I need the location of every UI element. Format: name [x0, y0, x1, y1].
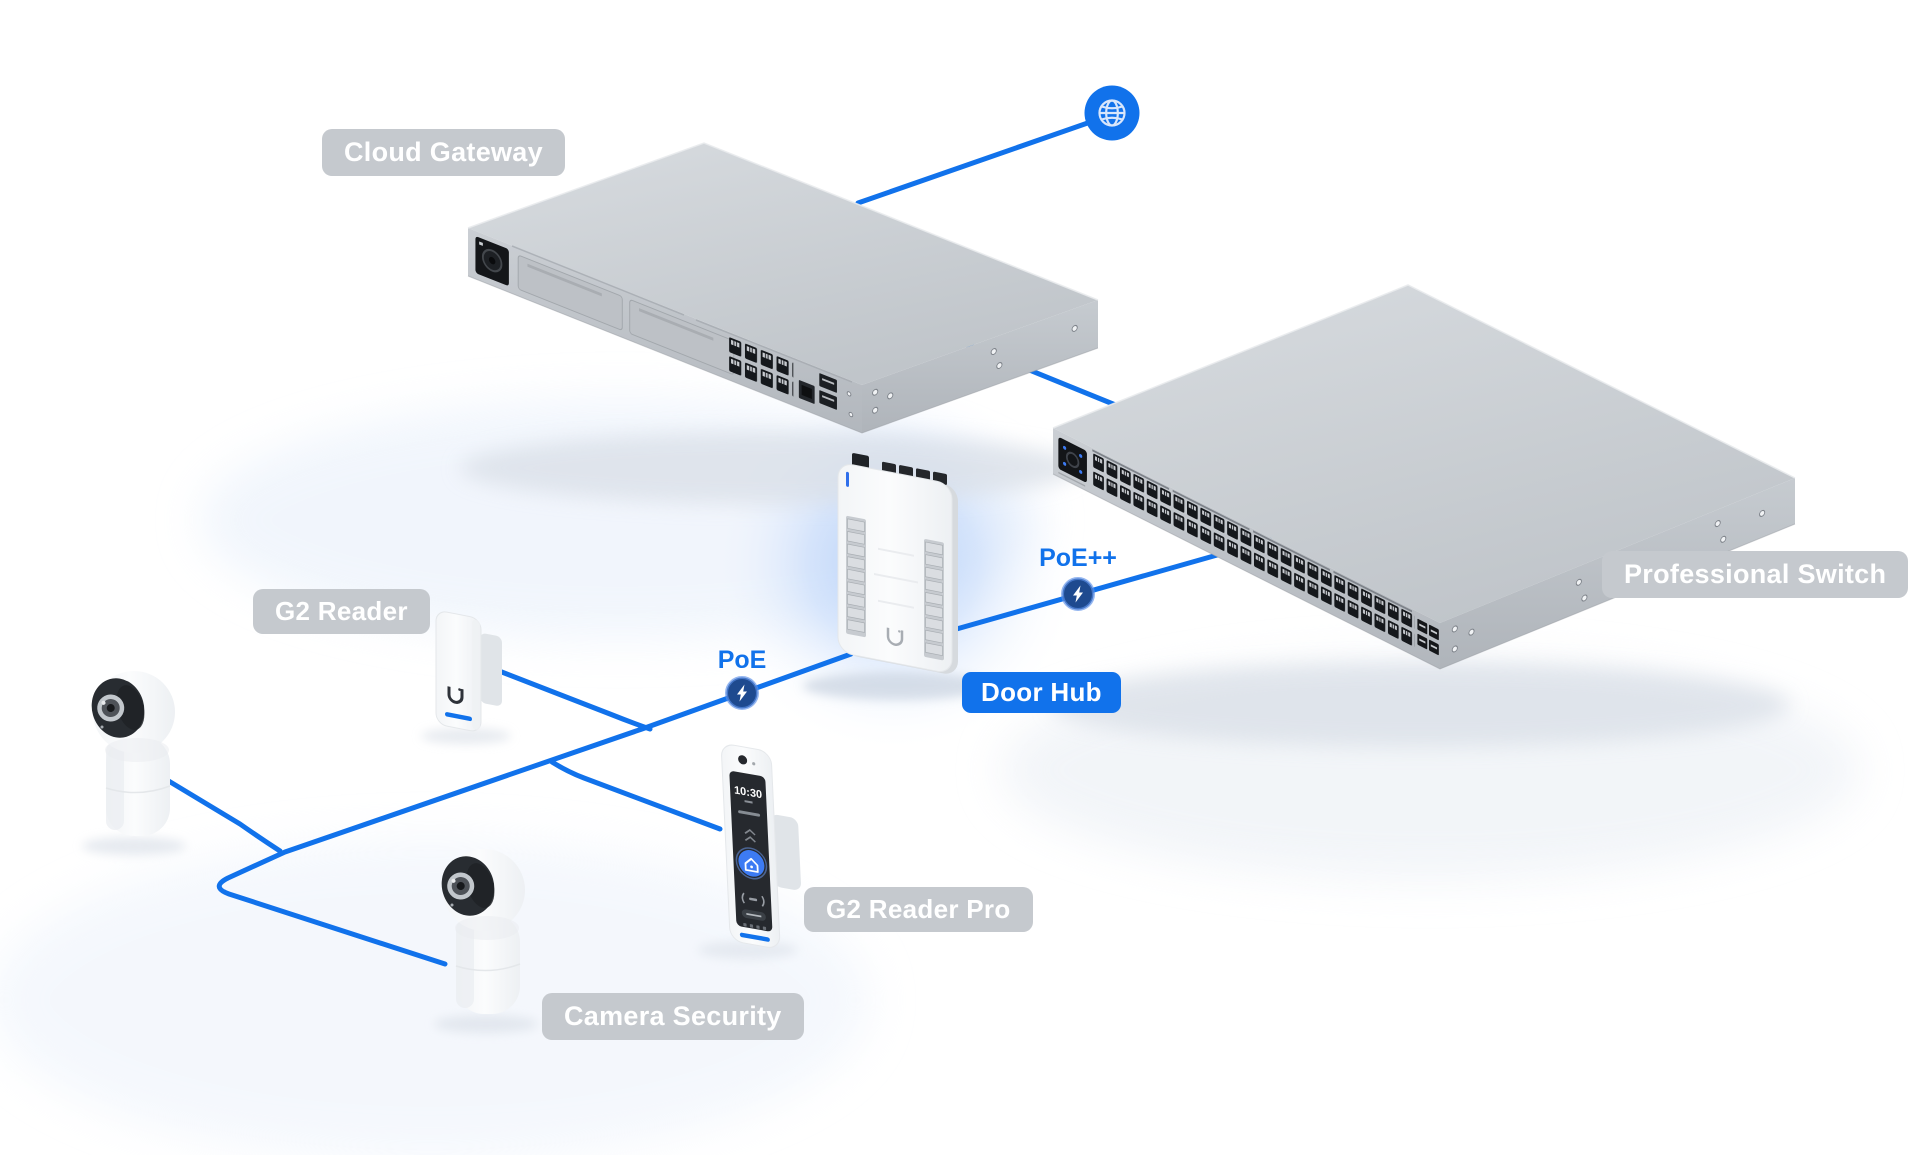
door-hub-terminal-strip-left — [846, 515, 866, 638]
g2-reader-device — [435, 611, 502, 732]
device-shadows — [82, 432, 1790, 1033]
label-poe-plus: PoE++ — [1039, 544, 1117, 572]
security-camera-1 — [83, 670, 176, 837]
link-camera1-branch — [159, 774, 283, 854]
g2-reader-led-bar — [445, 712, 472, 722]
professional-switch-device — [1052, 284, 1796, 670]
lightning-bolt-icon — [1073, 585, 1083, 603]
gateway-sfp-port — [819, 373, 837, 393]
label-g2-reader-pro: G2 Reader Pro — [804, 887, 1033, 932]
door-hub-device — [837, 453, 958, 674]
poe-plus-badge — [1061, 577, 1095, 611]
gateway-sfp-port — [819, 390, 837, 410]
nfc-wave-icon — [741, 892, 765, 907]
label-professional-switch: Professional Switch — [1602, 551, 1909, 598]
globe-icon — [1098, 99, 1126, 127]
g2-reader-pro-device: 10:30 — [721, 744, 801, 948]
label-camera-security: Camera Security — [542, 993, 804, 1040]
label-g2-reader: G2 Reader — [253, 589, 430, 634]
internet-node — [1084, 85, 1140, 141]
label-cloud-gateway: Cloud Gateway — [322, 129, 565, 176]
doorbell-icon — [744, 857, 759, 873]
gateway-side-screws — [872, 324, 1078, 414]
u-logo — [886, 627, 904, 646]
door-hub-led — [846, 471, 849, 487]
link-g2reader-branch — [491, 666, 653, 732]
door-hub-terminal-strip-right — [924, 539, 944, 661]
gateway-drive-bay — [517, 255, 623, 331]
cloud-gateway-device — [467, 142, 1099, 434]
reader-pro-led-bar — [739, 932, 770, 942]
reader-pro-time: 10:30 — [734, 784, 763, 801]
label-door-hub: Door Hub — [962, 672, 1121, 713]
lightning-bolt-icon — [737, 684, 747, 702]
gateway-rj45-ports — [728, 335, 794, 400]
switch-rj45-ports — [1092, 451, 1415, 651]
switch-sfp-ports — [1417, 618, 1439, 656]
link-doorhub-devices — [216, 651, 854, 967]
switch-side-screws — [1451, 509, 1766, 653]
label-poe: PoE — [717, 646, 767, 674]
link-g2readerpro-branch — [549, 759, 723, 832]
u-logo — [447, 686, 464, 704]
reader-pro-camera-dot — [738, 755, 748, 765]
link-gateway-internet — [855, 115, 1105, 206]
poe-badge — [725, 676, 759, 710]
ethernet-links — [159, 115, 1273, 967]
